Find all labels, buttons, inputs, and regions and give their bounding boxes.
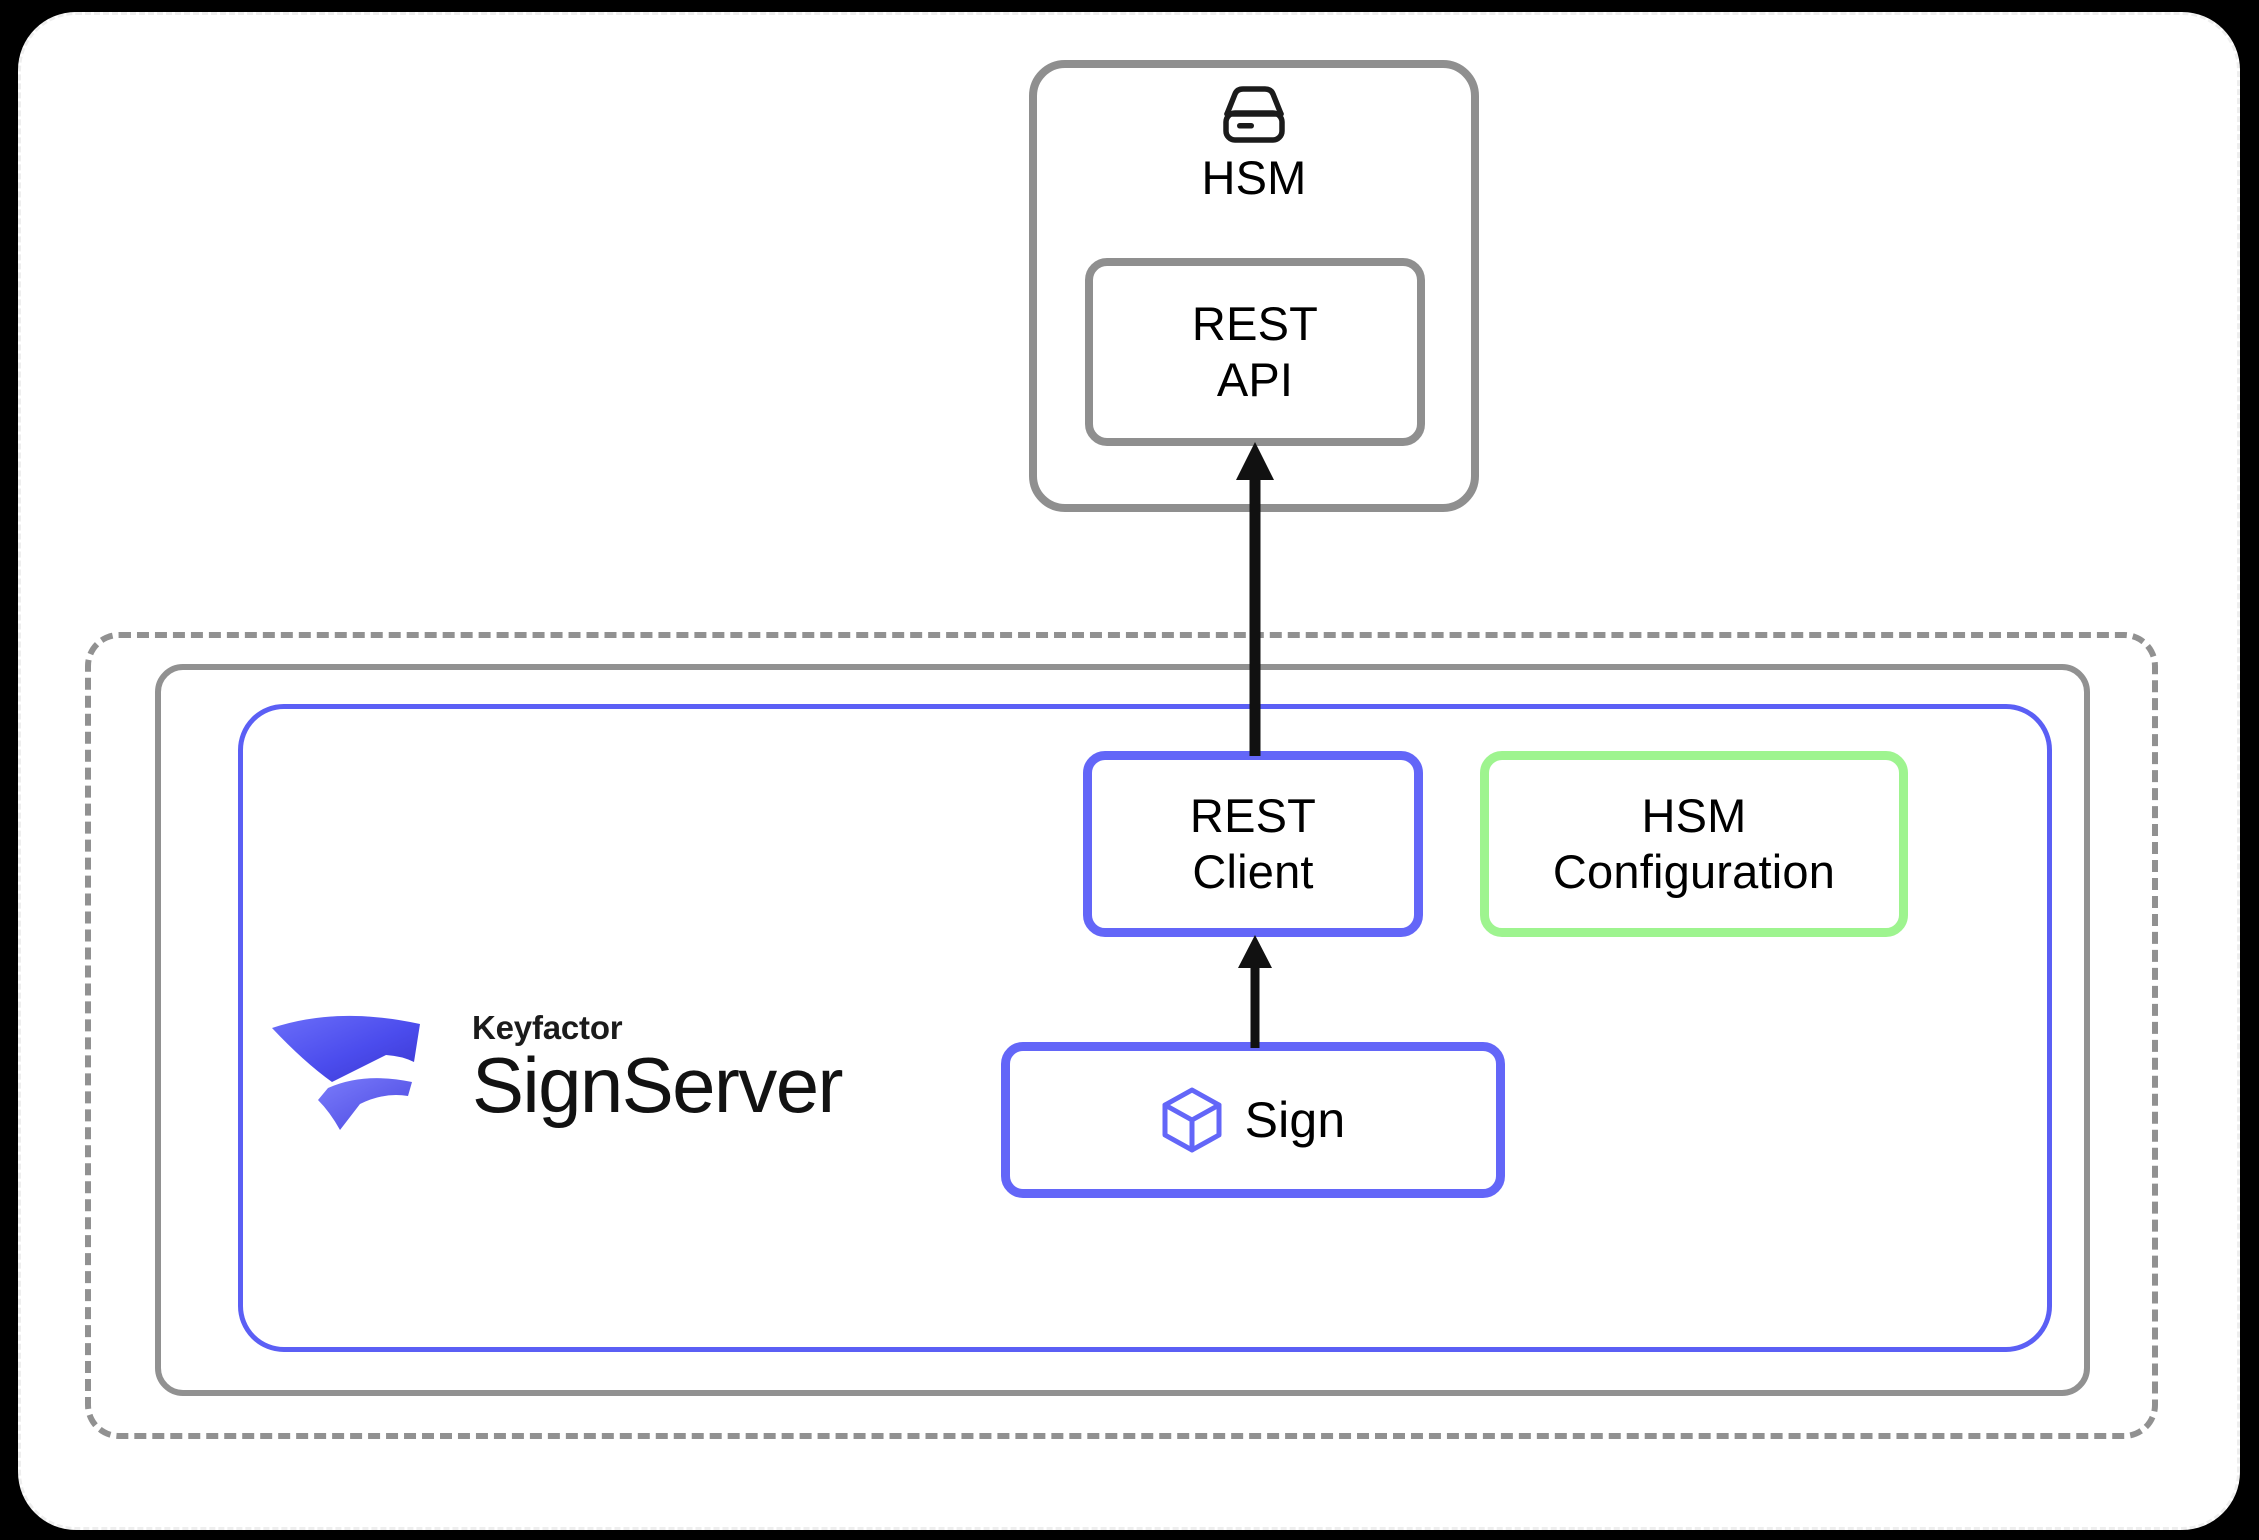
rest-api-node[interactable]: REST API [1085,258,1425,446]
keyfactor-fan-mark [272,1015,420,1130]
keyfactor-signserver-logo: Keyfactor SignServer [268,1000,843,1136]
logo-brand-keyfactor: Keyfactor [472,1008,623,1046]
hsm-configuration-label-line1: HSM [1641,789,1747,843]
hsm-configuration-label-line2: Configuration [1552,845,1836,898]
arrow-rest-client-to-rest-api [1236,442,1274,756]
rest-client-node[interactable]: REST Client [1083,751,1423,937]
arrow-sign-to-rest-client [1238,935,1272,1048]
rest-api-label-line1: REST [1191,297,1319,351]
logo-wordmark: Keyfactor SignServer [472,1008,843,1129]
hsm-configuration-node[interactable]: HSM Configuration [1480,751,1908,937]
blue-signserver-container [238,704,2052,1352]
sign-label: Sign [1244,1092,1346,1148]
hsm-server-icon [1217,82,1291,148]
gray-middle-container [155,664,2090,1396]
logo-product-signserver: SignServer [472,1040,843,1129]
hsm-label: HSM [1201,151,1307,204]
cube-icon [1161,1087,1223,1153]
rest-client-label-line1: REST [1189,789,1317,843]
sign-node[interactable]: Sign [1001,1042,1505,1198]
dashed-outer-container [85,632,2158,1439]
rest-client-label-line2: Client [1192,845,1314,898]
rest-api-label-line2: API [1216,353,1294,406]
